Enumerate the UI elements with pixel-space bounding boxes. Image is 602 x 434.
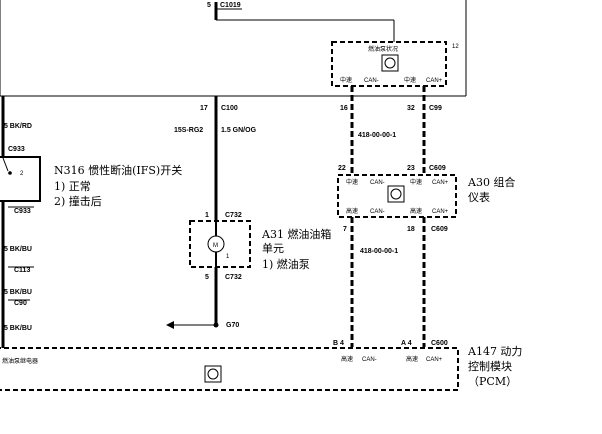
a147-pcm-module: 高速 CAN- 高速 CAN+ 燃油泵继电器 A147 动力 控制模块 （PCM… [0,345,522,391]
c732-bottom-label: C732 [225,274,242,281]
a31-title-line2: 单元 [262,242,284,255]
top-connector-c1019: 5 C1019 [207,2,395,42]
c600-pin-left: B 4 [333,340,344,347]
wire3-label: .5 BK/BU [2,289,32,296]
a31-box [189,220,251,268]
ifs-switch-box [0,156,41,202]
a30-can-minus2: CAN- [370,209,385,215]
c732-bottom-pin: 5 [205,274,209,281]
wire4-label: .5 BK/BU [2,325,32,332]
c90-label: C90 [14,300,27,307]
can-bus-upper-code: 418-00-00-1 [358,132,396,139]
n316-item1: 1) 正常 [54,180,91,193]
a30-title-line1: A30 组合 [467,175,515,189]
c609-top-pin-right: 23 [407,165,415,172]
c933-bottom-label: C933 [14,208,31,215]
wire2-label: .5 BK/BU [2,246,32,253]
a147-title-line1: A147 动力 [467,345,522,358]
fuel-status-can-plus: CAN+ [426,78,443,84]
a30-right-label1: 中速 [410,178,422,186]
a30-instrument-cluster: 中速 CAN- 中速 CAN+ 高速 CAN- 高速 CAN+ A30 组合 仪… [337,174,515,218]
fuel-status-left-label: 中速 [340,76,352,84]
c933-top-label: C933 [8,146,25,153]
ground-arrow [166,321,174,329]
c732-top-pin: 1 [205,212,209,219]
c100-wire-code: 15S-RG2 [174,127,203,134]
c113-label: C113 [14,267,30,274]
c600-pin-right: A 4 [401,340,412,347]
c732-top-label: C732 [225,212,242,219]
c600-label: C600 [431,340,448,347]
can-bus-upper: 16 32 C99 418-00-00-1 22 23 C609 [338,86,446,175]
fuel-status-label: 燃油泵状况 [368,45,398,53]
a147-can-plus: CAN+ [426,357,443,363]
a30-can-plus2: CAN+ [432,209,449,215]
fuel-status-can-minus: CAN- [364,78,379,84]
c1019-label: C1019 [220,2,241,9]
fuel-status-pin: 12 [452,44,459,50]
c100-wire-color: 1.5 GN/OG [221,127,257,134]
wire1-label: .5 BK/RD [2,123,32,130]
a147-can-minus: CAN- [362,357,377,363]
g70-label: G70 [226,322,239,329]
n316-title: N316 惯性断油(IFS)开关 [54,163,182,177]
c609-bottom-label: C609 [431,226,448,233]
c100-pin: 17 [200,105,208,112]
a31-title-line1: A31 燃油油箱 [261,227,331,241]
a147-left-label: 高速 [341,355,353,363]
c609-top-label: C609 [429,165,446,172]
a30-left-label1: 中速 [346,178,358,186]
fuel-pump-status-box: 燃油泵状况 12 中速 CAN- 中速 CAN+ [331,41,459,87]
can-bus-lower: 7 18 C609 418-00-00-1 B 4 A 4 C600 [333,217,448,347]
a147-title-line2: 控制模块 [468,359,512,373]
c1019-pin: 5 [207,2,211,9]
switch-pin: 2 [20,171,24,177]
n316-item2: 2) 撞击后 [54,194,102,208]
module-icon [387,185,405,203]
can-bus-lower-code: 418-00-00-1 [360,248,398,255]
left-side-wiring: .5 BK/RD C933 2 C933 .5 BK/BU C113 .5 BK… [0,96,182,348]
c609-bottom-pin-right: 18 [407,226,415,233]
c99-label: C99 [429,105,442,112]
module-icon [204,365,222,383]
a30-right-label2: 高速 [410,207,422,215]
c99-pin-right: 32 [407,105,415,112]
a31-item1: 1) 燃油泵 [262,257,310,271]
c100-label: C100 [221,105,238,112]
c99-pin-left: 16 [340,105,348,112]
c609-top-pin-left: 22 [338,165,346,172]
a30-can-plus1: CAN+ [432,180,449,186]
a30-left-label2: 高速 [346,207,358,215]
frame-lines [0,0,467,97]
relay-label: 燃油泵继电器 [2,357,38,365]
a147-title-line3: （PCM） [468,375,517,388]
c609-bottom-pin-left: 7 [343,226,347,233]
a147-right-label: 高速 [406,355,418,363]
fuel-pump-circuit: 17 C100 15S-RG2 1.5 GN/OG 1 C732 M 1 5 C… [166,96,331,329]
motor-pin: 1 [226,254,230,260]
fuel-status-right-label: 中速 [404,76,416,84]
a30-can-minus1: CAN- [370,180,385,186]
motor-symbol: M [213,243,218,249]
module-icon [381,54,399,72]
a30-title-line2: 仪表 [468,190,490,204]
